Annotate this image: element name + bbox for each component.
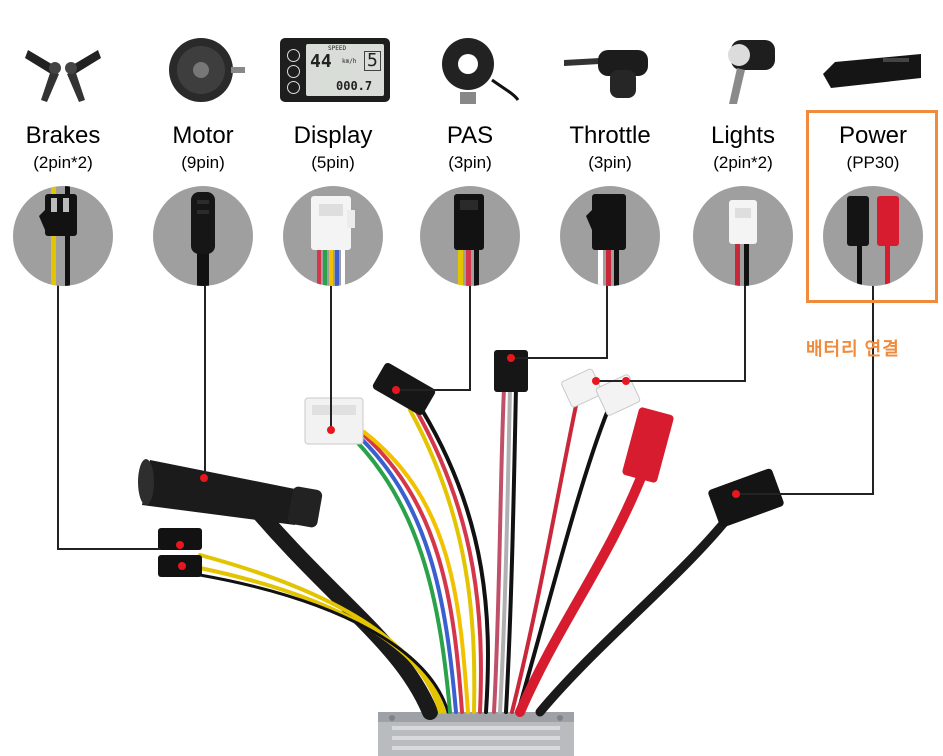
assist-level: 5 bbox=[364, 51, 381, 71]
pas-plug-icon bbox=[454, 194, 484, 286]
motor-plug-icon bbox=[191, 192, 215, 286]
motor-connector bbox=[138, 459, 323, 528]
hub-motor-icon bbox=[169, 38, 245, 102]
throttle-connector bbox=[494, 350, 528, 392]
component-name: Display bbox=[293, 122, 373, 149]
odometer: 000.7 bbox=[336, 79, 373, 93]
lcd-screen: SPEED 44 km/h 5 000.7 bbox=[306, 44, 384, 96]
component-pins: (PP30) bbox=[846, 153, 900, 172]
plug-thumbnail bbox=[420, 186, 520, 286]
brake-levers-icon bbox=[25, 50, 101, 102]
component-pins: (3pin) bbox=[588, 153, 632, 172]
brake-plug-icon bbox=[39, 186, 77, 286]
plug-thumbnail bbox=[693, 186, 793, 286]
power-highlight-frame bbox=[806, 110, 938, 303]
component-name: Power bbox=[838, 122, 908, 149]
speed-unit: km/h bbox=[342, 58, 357, 65]
brake-connectors bbox=[158, 528, 202, 577]
display-plug-icon bbox=[311, 196, 355, 286]
plug-thumbnail bbox=[823, 186, 923, 286]
lcd-button bbox=[287, 81, 300, 94]
speed-label: SPEED bbox=[328, 45, 347, 52]
lights-plug-icon bbox=[729, 200, 757, 286]
lcd-button bbox=[287, 65, 300, 78]
plug-thumbnail bbox=[13, 186, 113, 286]
component-pins: (3pin) bbox=[448, 153, 492, 172]
throttle-plug-icon bbox=[586, 194, 626, 286]
lcd-button bbox=[287, 49, 300, 62]
component-name: Motor bbox=[172, 122, 234, 149]
lcd-display-icon: SPEED 44 km/h 5 000.7 bbox=[280, 38, 390, 102]
component-display: SPEED 44 km/h 5 000.7 Display (5pin) bbox=[270, 0, 396, 290]
leader-lines bbox=[57, 284, 874, 550]
component-pins: (2pin*2) bbox=[33, 153, 93, 172]
plug-thumbnail bbox=[153, 186, 253, 286]
component-power: Power (PP30) bbox=[810, 0, 936, 290]
throttle-icon bbox=[564, 50, 648, 98]
harness-wires bbox=[198, 386, 743, 720]
component-lights: Lights (2pin*2) bbox=[680, 0, 806, 290]
component-throttle: Throttle (3pin) bbox=[547, 0, 673, 290]
component-brakes: Brakes (2pin*2) bbox=[0, 0, 126, 290]
component-name: Lights bbox=[710, 122, 776, 149]
component-motor: Motor (9pin) bbox=[140, 0, 266, 290]
speed-value: 44 bbox=[310, 51, 332, 72]
plug-thumbnail bbox=[560, 186, 660, 286]
controller-box bbox=[378, 712, 574, 756]
headlight-icon bbox=[728, 40, 775, 104]
battery-pack-icon bbox=[823, 54, 921, 88]
component-name: Throttle bbox=[569, 122, 651, 149]
plug-thumbnail bbox=[283, 186, 383, 286]
component-pins: (5pin) bbox=[311, 153, 355, 172]
connection-markers bbox=[176, 354, 740, 570]
power-connectors bbox=[622, 407, 784, 528]
component-name: Brakes bbox=[25, 122, 101, 149]
component-pas: PAS (3pin) bbox=[407, 0, 533, 290]
component-pins: (2pin*2) bbox=[713, 153, 773, 172]
power-plug-icon bbox=[847, 196, 899, 286]
lights-connectors bbox=[561, 368, 641, 416]
component-name: PAS bbox=[446, 122, 494, 149]
component-pins: (9pin) bbox=[181, 153, 225, 172]
battery-connection-note: 배터리 연결 bbox=[806, 339, 900, 359]
pas-sensor-icon bbox=[442, 38, 520, 104]
display-connector bbox=[304, 397, 364, 445]
